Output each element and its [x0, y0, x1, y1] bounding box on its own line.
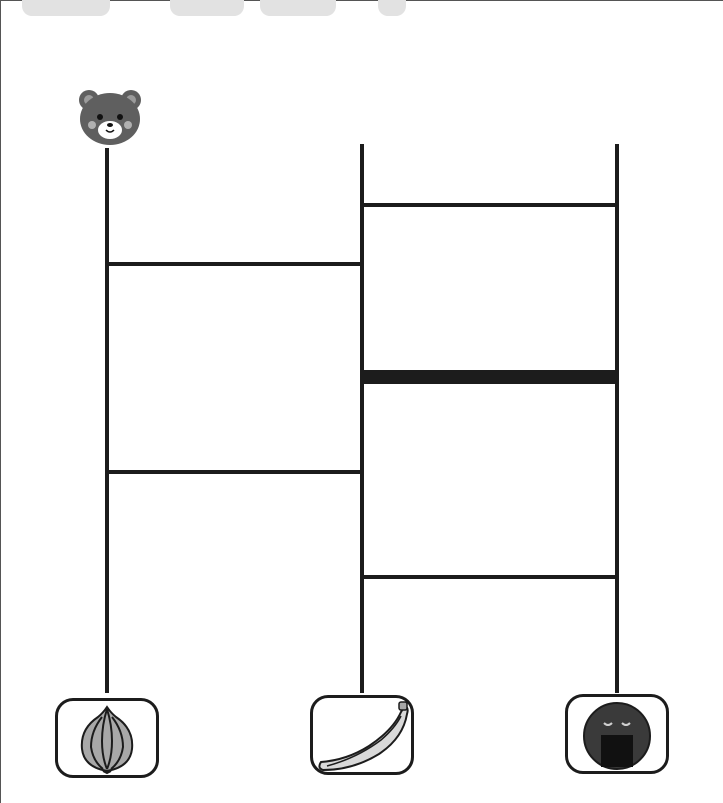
destination-slot-1[interactable]: [55, 698, 159, 778]
rice-ball-icon: [568, 697, 666, 771]
banana-icon: [313, 698, 411, 772]
destination-slot-2[interactable]: [310, 695, 414, 775]
destination-slot-3[interactable]: [565, 694, 669, 774]
onion-icon: [58, 701, 156, 775]
bear-head-icon: [76, 86, 144, 148]
